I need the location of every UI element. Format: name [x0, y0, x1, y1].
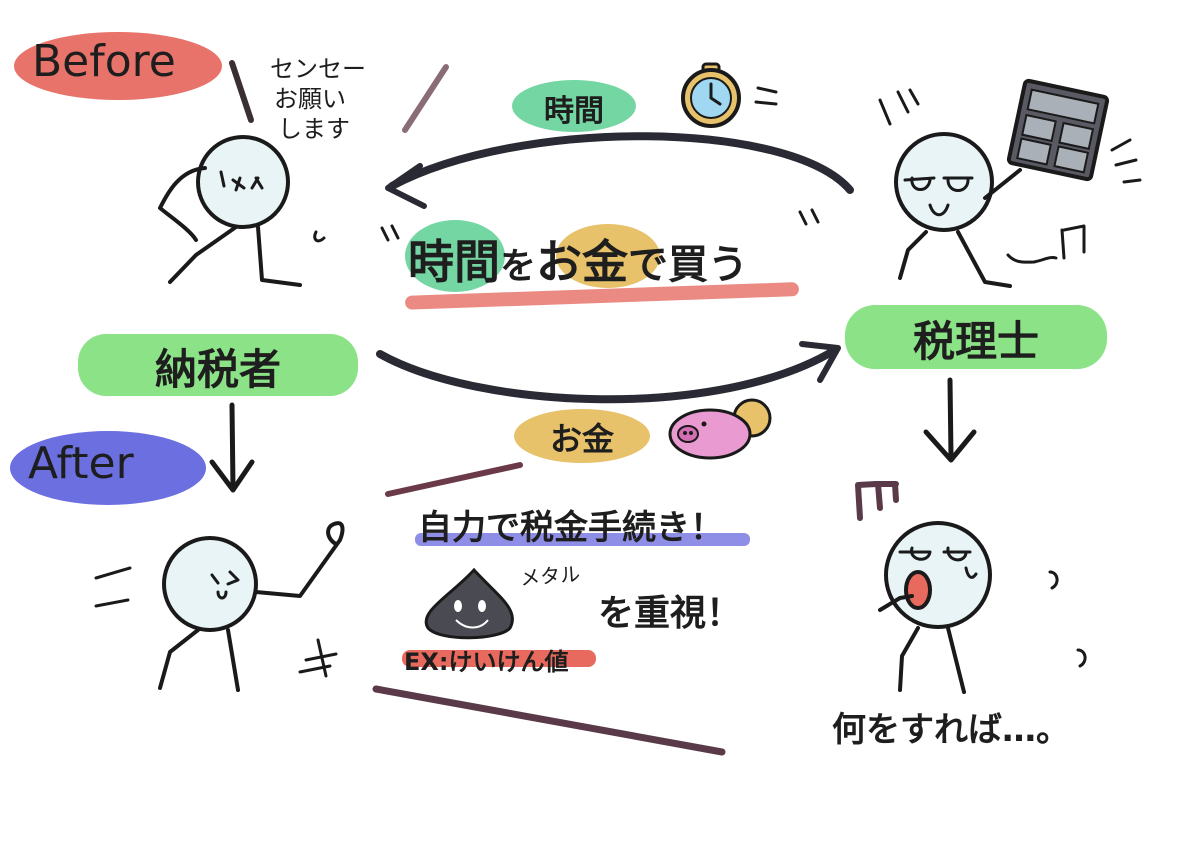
decor-slash [402, 64, 449, 133]
motto-phrase: 時間をお金で買う [408, 226, 748, 292]
calculator-icon [1006, 78, 1110, 182]
decor-slash [229, 60, 254, 123]
before-label: Before [32, 36, 176, 87]
example-text: EX:けいけん値 [404, 648, 569, 676]
taxpayer-label: 納税者 [154, 345, 281, 394]
request-line-2: お願い [274, 85, 346, 113]
request-line-1: センセー [270, 55, 366, 83]
slime-icon [424, 567, 514, 640]
motto-rest: で買う [628, 242, 749, 288]
metal-note: メタル [519, 561, 581, 591]
self-procedure-text: 自力で税金手続き！ [418, 508, 724, 548]
decor-slash [372, 685, 726, 756]
taxpayer-pill [78, 334, 358, 396]
stopwatch-icon [681, 62, 778, 128]
time-label: 時間 [544, 94, 604, 129]
tax-accountant-label: 税理士 [912, 317, 1039, 366]
after-pill [10, 431, 206, 505]
taxpayer-after-figure [94, 521, 345, 692]
close-quote-marks [798, 208, 820, 226]
accountant-before-figure [878, 88, 1086, 288]
request-speech: センセー お願い します [270, 54, 366, 144]
decor-slash [385, 462, 523, 497]
emphasis-text: を重視！ [598, 593, 743, 634]
request-line-3: します [278, 115, 350, 143]
down-arrow-accountant [923, 377, 977, 463]
what-to-do-text: 何をすれば…。 [832, 710, 1070, 750]
time-flow-arrow [388, 132, 854, 194]
example-underline [402, 650, 596, 667]
self-procedure-underline [415, 533, 750, 546]
piggy-bank-icon [668, 398, 772, 460]
accountant-after-figure [855, 481, 1087, 694]
down-arrow-taxpayer [209, 402, 255, 493]
before-pill [14, 32, 222, 100]
sparkle-marks [1110, 138, 1142, 184]
motto-underline [405, 282, 799, 310]
money-pill [514, 409, 650, 463]
money-arrowhead [799, 341, 841, 383]
money-label: お金 [549, 420, 614, 458]
taxpayer-before-figure [158, 135, 326, 287]
open-quote-marks [380, 224, 400, 242]
motto-time-highlight [405, 220, 505, 292]
motto-time-word: 時間 [408, 235, 500, 289]
time-arrowhead [385, 163, 427, 209]
motto-money-word: お金 [536, 235, 629, 289]
money-flow-arrow [376, 346, 839, 404]
time-pill [512, 80, 636, 132]
motto-money-highlight [556, 224, 660, 288]
after-label: After [28, 438, 134, 489]
tax-accountant-pill [845, 305, 1107, 369]
motto-wo: を [500, 246, 537, 287]
